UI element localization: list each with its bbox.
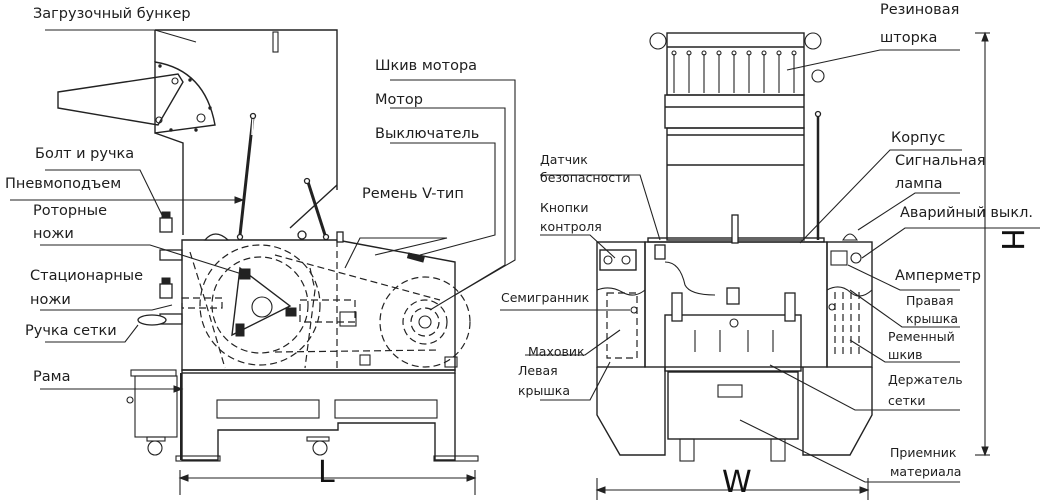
label-bolt-handle: Болт и ручка xyxy=(35,146,135,162)
label-emergency-stop: Аварийный выкл. xyxy=(900,205,1033,221)
label-screen-holder-2: сетки xyxy=(888,393,926,408)
label-screen-holder-1: Держатель xyxy=(888,372,963,387)
hopper-feed-chute xyxy=(57,73,184,126)
front-view xyxy=(500,31,1040,500)
emergency-stop xyxy=(850,252,862,264)
control-buttons xyxy=(599,249,637,271)
label-material-receiver-1: Приемник xyxy=(890,445,957,460)
gas-spring-left xyxy=(238,116,255,236)
label-stationary-knives-1: Стационарные xyxy=(30,268,144,284)
gas-spring-right xyxy=(306,181,327,236)
belt-pulley xyxy=(834,292,860,358)
label-left-cover-1: Левая xyxy=(518,363,558,378)
label-rubber-curtain-1: Резиновая xyxy=(880,2,960,18)
screen-holder xyxy=(664,314,802,372)
rubber-curtain-frame xyxy=(666,32,805,96)
label-motor-pulley: Шкив мотора xyxy=(375,58,478,74)
label-signal-lamp-1: Сигнальная xyxy=(895,153,986,169)
frame-top xyxy=(181,369,456,374)
dimension-H-label: H xyxy=(993,228,1029,251)
material-receiver xyxy=(667,371,799,440)
right-control-box xyxy=(826,241,873,368)
bolt-handle xyxy=(159,217,173,233)
label-stationary-knives-2: ножи xyxy=(30,292,71,308)
label-ammeter: Амперметр xyxy=(895,268,981,284)
label-safety-sensor-1: Датчик xyxy=(540,152,588,167)
hopper-side-plate xyxy=(154,61,216,134)
ammeter xyxy=(830,250,848,266)
label-motor: Мотор xyxy=(375,92,423,108)
rotor-knives xyxy=(231,266,292,337)
label-right-cover-2: крышка xyxy=(906,311,959,326)
label-control-buttons-1: Кнопки xyxy=(540,200,589,215)
label-frame: Рама xyxy=(33,369,71,385)
dimension-W-label: W xyxy=(722,465,752,500)
label-screen-handle: Ручка сетки xyxy=(25,323,117,339)
label-flywheel: Маховик xyxy=(528,344,585,359)
label-rotor-knives-1: Роторные xyxy=(33,203,107,219)
label-signal-lamp-2: лампа xyxy=(895,176,943,192)
label-material-receiver-2: материала xyxy=(890,464,962,479)
flywheel xyxy=(606,292,638,359)
label-belt-pulley-1: Ременный xyxy=(888,329,955,344)
dimension-L-label: L xyxy=(318,455,335,490)
motor xyxy=(379,276,471,368)
hopper-outline xyxy=(155,29,338,190)
label-switch: Выключатель xyxy=(375,126,480,142)
label-v-belt: Ремень V-тип xyxy=(362,186,464,202)
safety-sensor xyxy=(654,244,666,260)
label-hex-nut: Семигранник xyxy=(501,290,590,305)
motor-pulley xyxy=(402,299,448,345)
hex-nut xyxy=(630,306,638,314)
side-view xyxy=(10,29,516,495)
switch xyxy=(406,252,425,263)
rotor-housing xyxy=(199,244,321,366)
label-hopper: Загрузочный бункер xyxy=(33,6,191,22)
label-rubber-curtain-2: шторка xyxy=(880,30,938,46)
label-body: Корпус xyxy=(891,130,946,146)
frame xyxy=(181,373,456,461)
label-pneumatic-lift: Пневмоподъем xyxy=(5,176,122,192)
label-left-cover-2: крышка xyxy=(518,383,571,398)
signal-lamp xyxy=(842,233,858,241)
main-body xyxy=(181,239,456,371)
rubber-curtain-strips xyxy=(671,50,797,93)
label-rotor-knives-2: ножи xyxy=(33,226,74,242)
label-control-buttons-2: контроля xyxy=(540,219,602,234)
label-safety-sensor-2: безопасности xyxy=(540,170,631,185)
label-belt-pulley-2: шкив xyxy=(888,347,923,362)
label-right-cover-1: Правая xyxy=(906,293,954,308)
